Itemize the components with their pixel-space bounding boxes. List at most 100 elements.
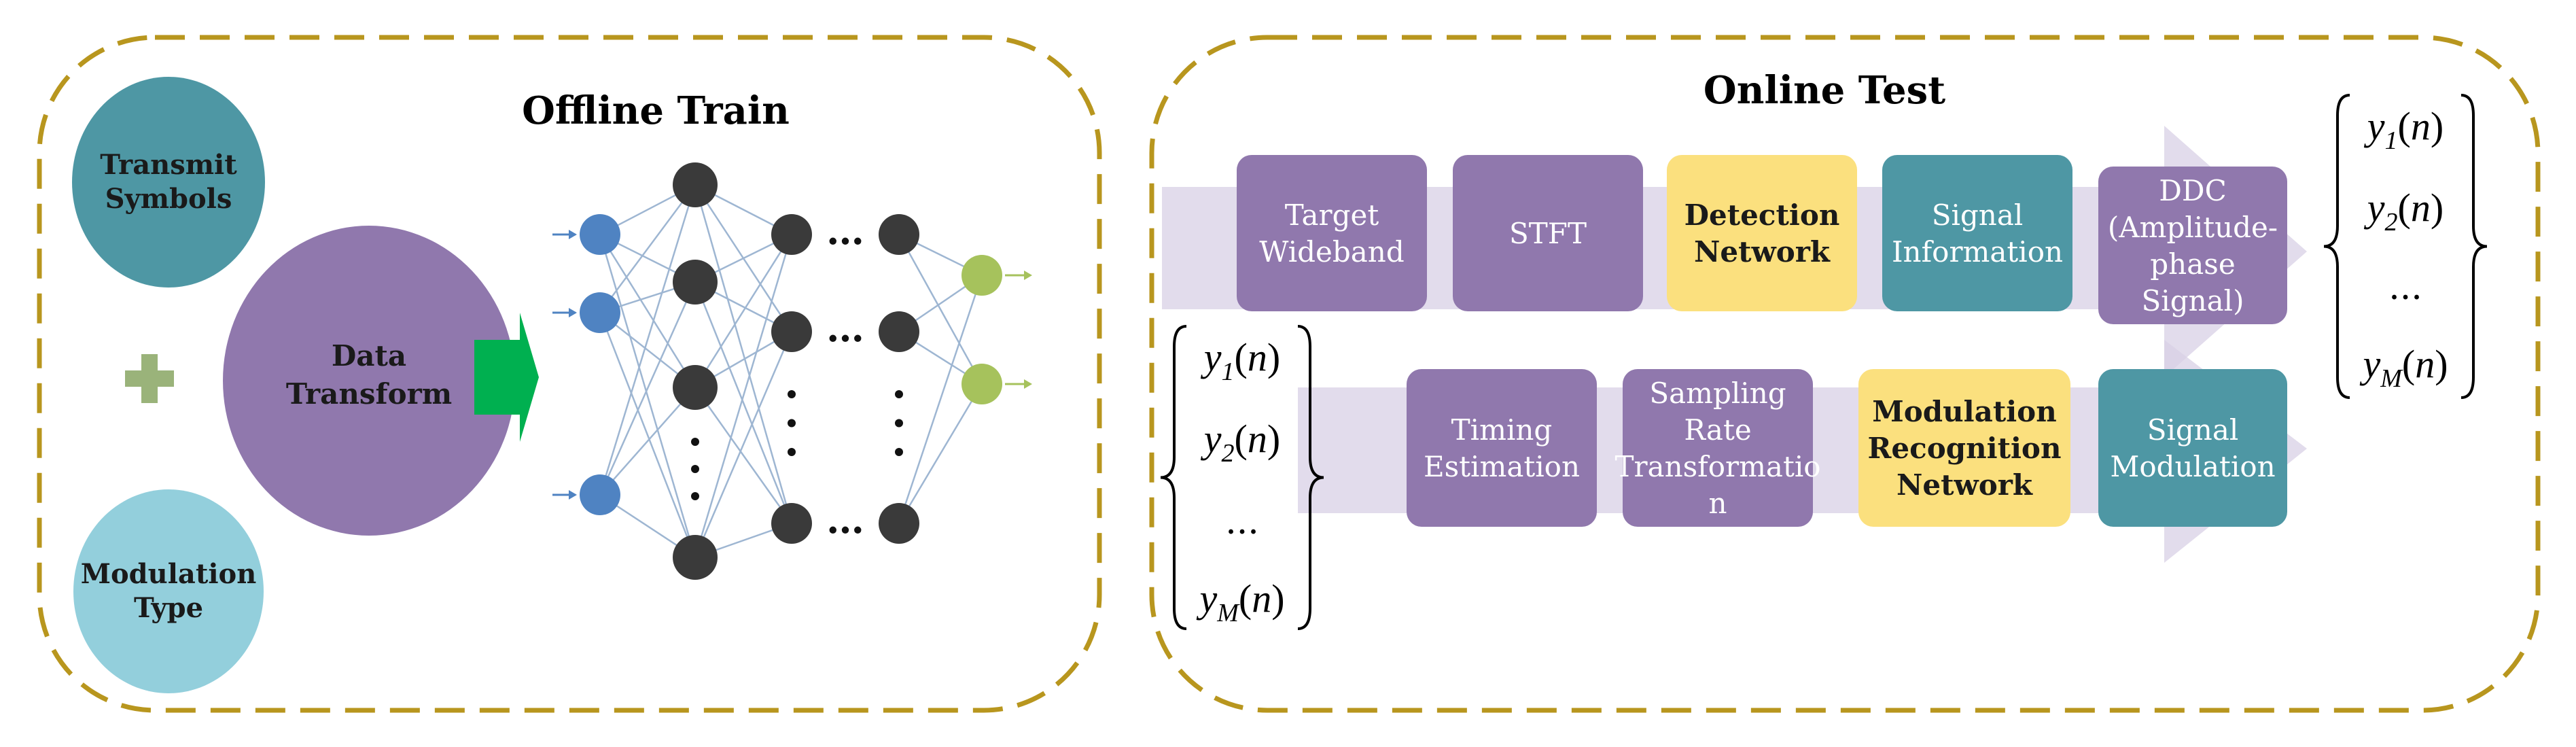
ddc-box-label: (Amplitude-	[2108, 211, 2278, 244]
vector-entry-y1: y1(n)	[1201, 335, 1280, 386]
nn-connection	[694, 331, 793, 558]
nn-vertical-dot	[895, 390, 903, 398]
nn-ellipsis: …	[826, 498, 864, 542]
nn-node	[673, 162, 718, 207]
online-test-title: Online Test	[1704, 68, 1945, 113]
vector-entry-yM: yM(n)	[1196, 576, 1284, 627]
nn-vertical-dot	[895, 419, 903, 428]
data-transform-line1: Data	[332, 339, 406, 372]
stft-box: STFT	[1453, 155, 1643, 311]
nn-input-arrowhead	[569, 230, 577, 239]
transmit-symbols-ellipse: Transmit Symbols	[72, 77, 265, 288]
vector-entry-yM: yM(n)	[2359, 342, 2448, 393]
nn-node	[771, 214, 812, 255]
vector-entry-dots: ...	[1225, 502, 1259, 542]
timing-estimation-box-label: Timing	[1451, 413, 1553, 447]
nn-input-arrowhead	[569, 308, 577, 317]
nn-output-arrowhead	[1024, 271, 1032, 280]
modulation-type-line1: Modulation	[81, 558, 257, 590]
nn-node	[879, 311, 919, 352]
signal-modulation-box-label: Modulation	[2110, 450, 2275, 483]
sampling-rate-box-label: Rate	[1684, 413, 1751, 447]
online-row-1: TargetWidebandSTFTDetectionNetworkSignal…	[1237, 155, 2287, 324]
nn-ellipsis: …	[826, 209, 864, 254]
nn-node	[580, 292, 620, 333]
nn-connection	[694, 234, 793, 388]
signal-information-box-label: Signal	[1932, 198, 2024, 232]
signal-modulation-box-bg	[2098, 369, 2287, 527]
ddc-box-label: phase	[2150, 247, 2235, 281]
nn-node	[879, 214, 919, 255]
nn-connection	[599, 312, 696, 558]
nn-node	[580, 214, 620, 255]
target-wideband-box-label: Target	[1285, 198, 1379, 232]
right-brace	[1297, 325, 1324, 630]
right-brace	[2460, 94, 2488, 399]
nn-vertical-dot	[788, 419, 796, 428]
nn-connection	[599, 184, 696, 313]
nn-ellipsis: …	[826, 306, 864, 351]
sampling-rate-box-label: Transformatio	[1615, 450, 1820, 483]
stft-box-bg	[1453, 155, 1643, 311]
data-transform-ellipse: Data Transform	[223, 226, 515, 536]
modulation-recognition-box-label: Modulation	[1872, 395, 2056, 428]
vector-entry-dots: ...	[2388, 267, 2422, 308]
nn-connection	[599, 184, 696, 496]
nn-node	[879, 503, 919, 544]
online-row-2: TimingEstimationSamplingRateTransformati…	[1407, 369, 2287, 527]
target-wideband-box-label: Wideband	[1259, 235, 1404, 268]
stft-box-label: STFT	[1509, 217, 1587, 250]
nn-connection	[599, 234, 696, 558]
offline-train-title: Offline Train	[522, 88, 790, 133]
nn-input-arrowhead	[569, 490, 577, 500]
plus-icon	[125, 354, 174, 403]
ddc-box-bg	[2098, 167, 2287, 324]
nn-vertical-dot	[691, 492, 699, 500]
input-vector-left: y1(n) y2(n)... yM(n)	[1160, 325, 1324, 630]
nn-node	[673, 365, 718, 410]
nn-node	[961, 364, 1002, 404]
nn-connection	[599, 281, 696, 496]
ddc-box-label: Signal)	[2142, 284, 2244, 317]
nn-connection	[694, 184, 793, 524]
modulation-type-ellipse: Modulation Type	[73, 489, 264, 693]
nn-connection	[898, 383, 983, 524]
modulation-recognition-box-label: Recognition	[1868, 432, 2062, 465]
modulation-recognition-box-label: Network	[1896, 468, 2033, 502]
timing-estimation-box-label: Estimation	[1424, 450, 1580, 483]
sampling-rate-box-label: n	[1708, 487, 1727, 520]
nn-vertical-dot	[788, 448, 796, 456]
left-brace	[1160, 325, 1187, 630]
vector-entry-y1: y1(n)	[2364, 104, 2443, 155]
target-wideband-box-bg	[1237, 155, 1427, 311]
online-test-border	[1149, 35, 2541, 713]
data-transform-line2: Transform	[286, 377, 452, 411]
vector-entry-y2: y2(n)	[1201, 417, 1280, 468]
nn-node	[771, 503, 812, 544]
timing-estimation-box-bg	[1407, 369, 1597, 527]
detection-network-box-bg	[1667, 155, 1857, 311]
ddc-box-label: DDC	[2159, 174, 2226, 207]
offline-train-border	[37, 35, 1102, 713]
modulation-recognition-box-bg	[1858, 369, 2070, 527]
nn-connection	[898, 234, 983, 385]
left-brace	[2323, 94, 2350, 399]
nn-vertical-dot	[691, 438, 699, 446]
nn-node	[673, 535, 718, 580]
detection-network-box-label: Detection	[1684, 198, 1840, 232]
nn-vertical-dot	[788, 390, 796, 398]
nn-connection	[599, 387, 696, 496]
nn-connection	[694, 281, 793, 524]
nn-connection	[599, 234, 696, 388]
signal-information-box-bg	[1882, 155, 2072, 311]
transmit-symbols-line2: Symbols	[105, 183, 232, 215]
signal-information-box-label: Information	[1892, 235, 2063, 268]
